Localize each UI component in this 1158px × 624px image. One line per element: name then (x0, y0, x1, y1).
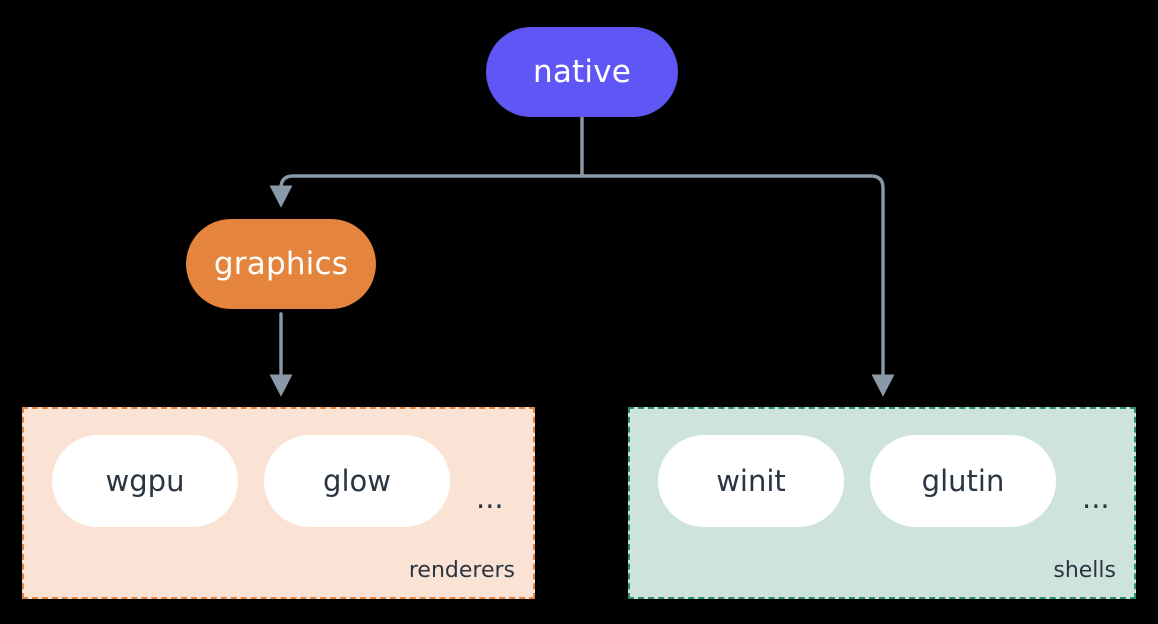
pill-label: glow (323, 464, 391, 498)
edge-native-to-graphics (281, 115, 584, 203)
cluster-renderers-items: wgpu glow ... (24, 435, 533, 527)
edge-native-to-shells (580, 174, 895, 397)
more-items-ellipsis: ... (476, 481, 504, 515)
pill-label: winit (716, 464, 786, 498)
list-item[interactable]: winit (658, 435, 844, 527)
node-native-label: native (532, 54, 632, 90)
cluster-shells-items: winit glutin ... (630, 435, 1134, 527)
pill-label: glutin (921, 464, 1005, 498)
pill-label: wgpu (105, 464, 185, 498)
list-item[interactable]: wgpu (52, 435, 238, 527)
node-graphics[interactable]: graphics (186, 219, 376, 309)
list-item[interactable]: glow (264, 435, 450, 527)
list-item[interactable]: glutin (870, 435, 1056, 527)
cluster-shells-label: shells (1053, 558, 1116, 583)
cluster-shells: winit glutin ... shells (628, 407, 1136, 599)
node-graphics-label: graphics (213, 246, 349, 282)
node-native[interactable]: native (486, 27, 678, 117)
more-items-ellipsis: ... (1082, 481, 1110, 515)
cluster-renderers-label: renderers (408, 558, 515, 583)
cluster-renderers: wgpu glow ... renderers (22, 407, 535, 599)
